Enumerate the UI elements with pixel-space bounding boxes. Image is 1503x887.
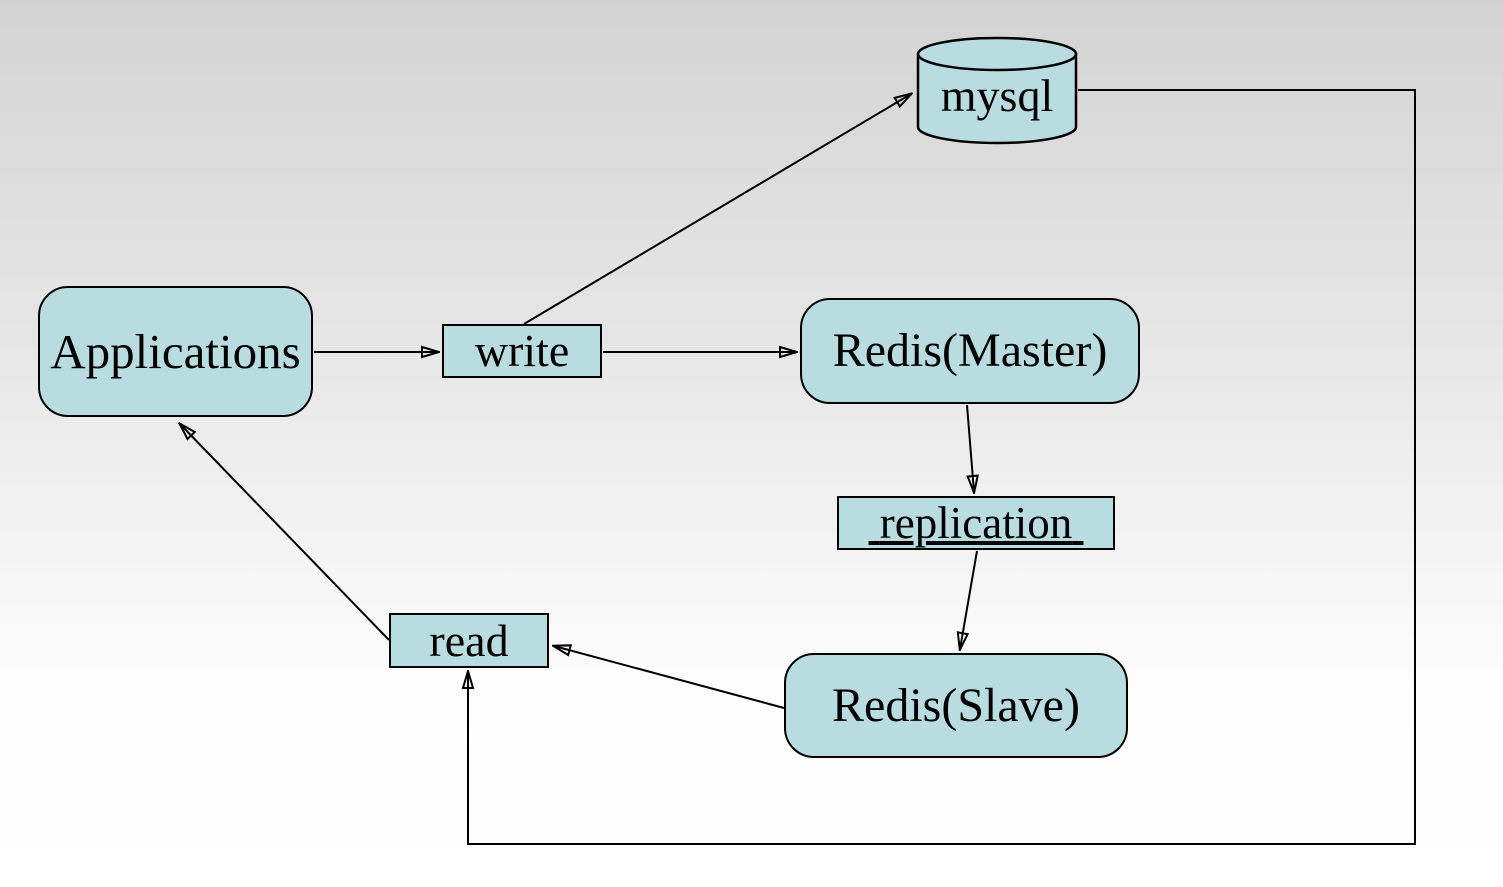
node-replication: replication (837, 496, 1115, 550)
node-mysql-label: mysql (940, 70, 1054, 121)
edge-mysql-to-read-loop (468, 89, 1416, 845)
node-redis-slave-label: Redis(Slave) (832, 678, 1080, 732)
node-read: read (389, 613, 549, 668)
node-replication-label: replication (879, 497, 1073, 548)
node-write: write (442, 324, 602, 378)
database-cylinder-icon (916, 36, 1078, 145)
edge-replication-to-redis-slave (960, 550, 978, 649)
edge-redis-master-to-replication (966, 404, 974, 492)
node-redis-master: Redis(Master) (800, 298, 1140, 404)
node-redis-master-label: Redis(Master) (832, 324, 1108, 377)
node-write-label: write (474, 325, 570, 376)
node-applications-label: Applications (50, 324, 301, 379)
node-redis-slave: Redis(Slave) (784, 653, 1128, 758)
node-applications: Applications (38, 286, 313, 417)
edge-read-to-applications (180, 424, 390, 641)
edge-redis-slave-to-read (554, 646, 785, 709)
node-mysql: mysql (915, 35, 1079, 147)
edge-write-to-mysql (523, 94, 911, 325)
node-read-label: read (429, 614, 509, 666)
